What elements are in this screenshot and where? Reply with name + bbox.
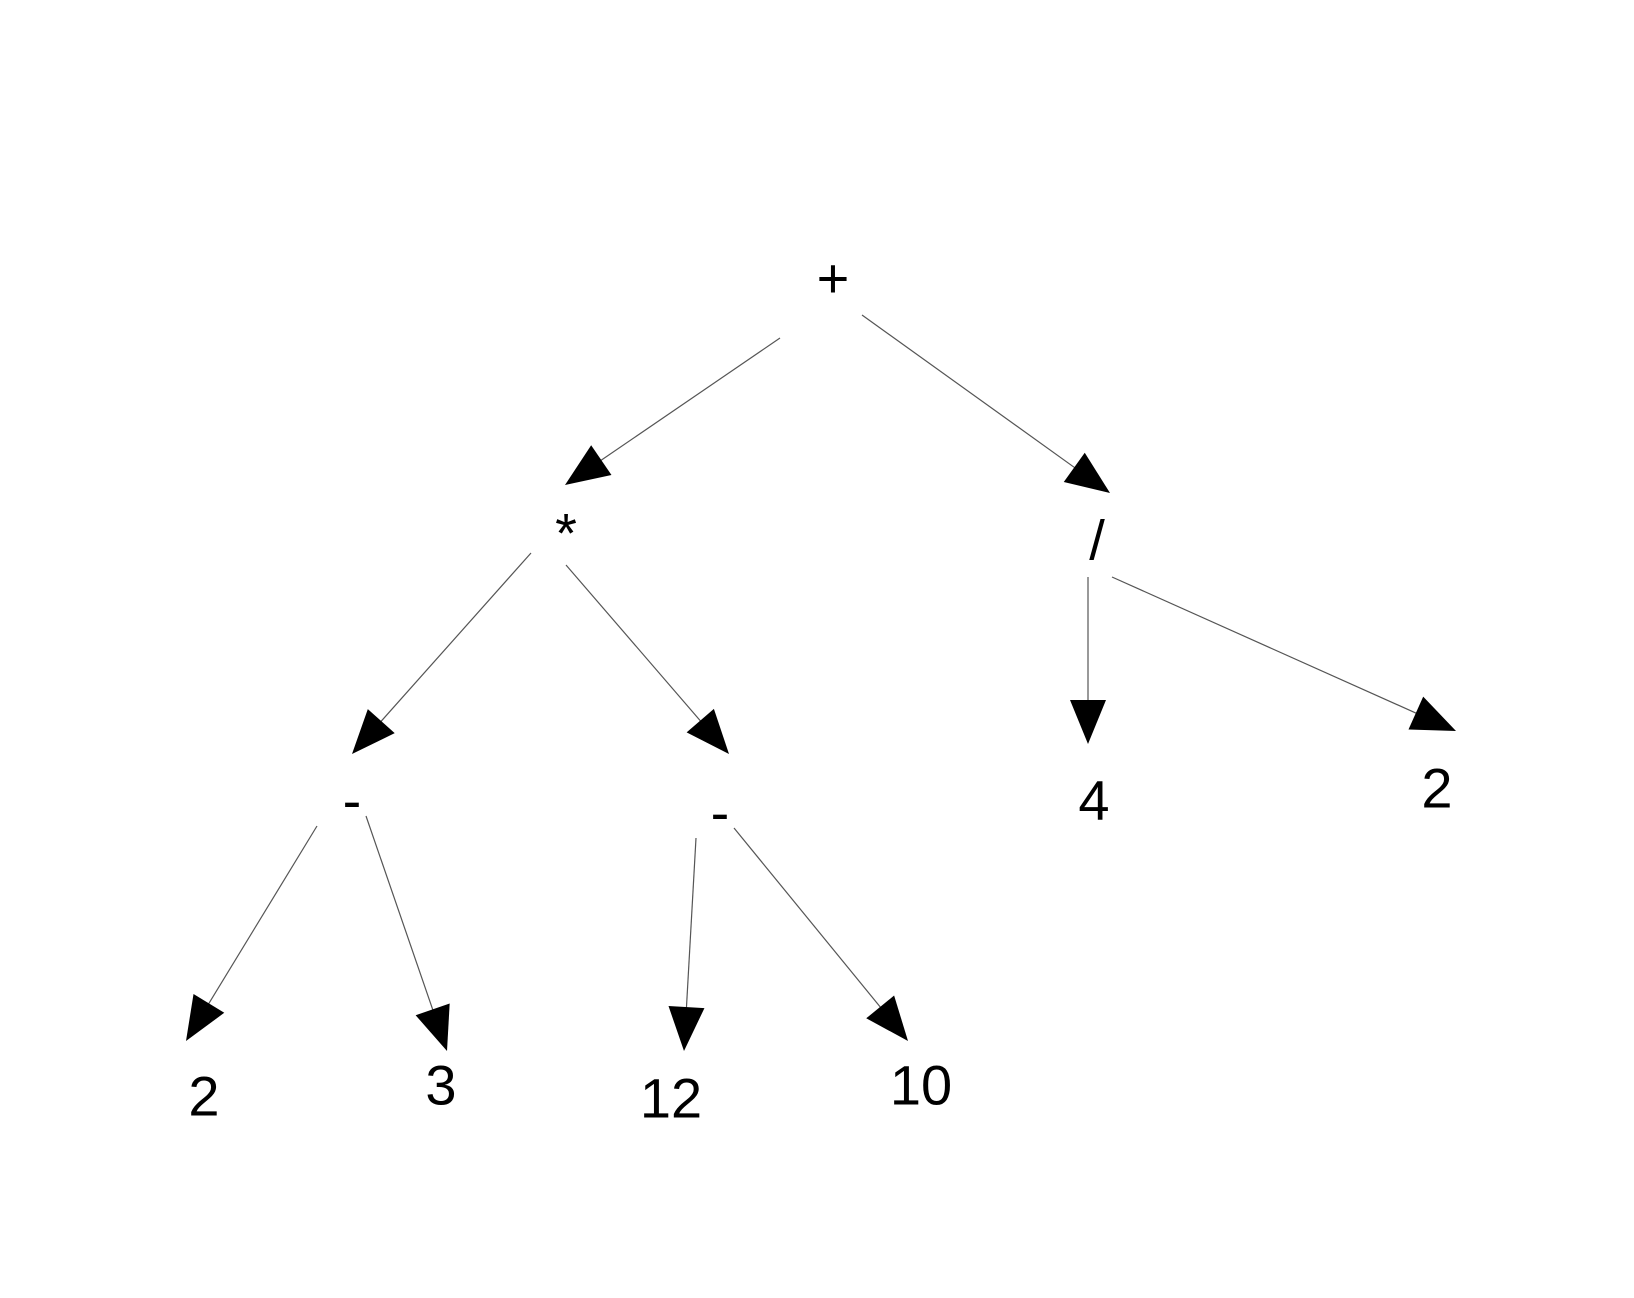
edge-mul-to-sub2: [565, 564, 729, 754]
arrowhead-icon: [415, 1003, 450, 1051]
node-multiply: *: [555, 502, 577, 565]
nodes-layer: + * / - - 2 3 12 10 4 2: [188, 247, 1452, 1130]
arrowhead-icon: [1063, 452, 1110, 493]
node-subtract-right: -: [711, 781, 730, 844]
node-leaf-12: 12: [640, 1067, 702, 1130]
node-leaf-4: 4: [1078, 769, 1109, 832]
edge-sub2-to-n10: [733, 827, 908, 1041]
edge-root-to-div: [861, 314, 1110, 493]
edge-sub2-to-n12: [668, 837, 705, 1051]
edges-layer: [186, 314, 1456, 1051]
arrowhead-icon: [668, 1006, 705, 1051]
node-leaf-2-left: 2: [188, 1065, 219, 1128]
arrowhead-icon: [1070, 700, 1106, 744]
node-leaf-2-right: 2: [1421, 757, 1452, 820]
arrowhead-icon: [186, 994, 225, 1041]
node-subtract-left: -: [343, 769, 362, 832]
edge-sub1-to-n2a: [186, 825, 318, 1041]
node-root-plus: +: [817, 247, 850, 310]
arrowhead-icon: [565, 445, 612, 485]
arrowhead-icon: [1408, 696, 1456, 731]
edge-mul-to-sub1: [352, 552, 532, 754]
arrowhead-icon: [352, 709, 395, 754]
arrowhead-icon: [686, 708, 729, 754]
node-divide: /: [1089, 509, 1105, 572]
edge-div-to-n4: [1070, 577, 1106, 744]
edge-div-to-n2b: [1111, 576, 1456, 731]
node-leaf-10: 10: [890, 1054, 952, 1117]
edge-sub1-to-n3: [365, 815, 450, 1051]
edge-root-to-mul: [565, 337, 781, 485]
arrowhead-icon: [866, 995, 908, 1041]
node-leaf-3: 3: [425, 1054, 456, 1117]
